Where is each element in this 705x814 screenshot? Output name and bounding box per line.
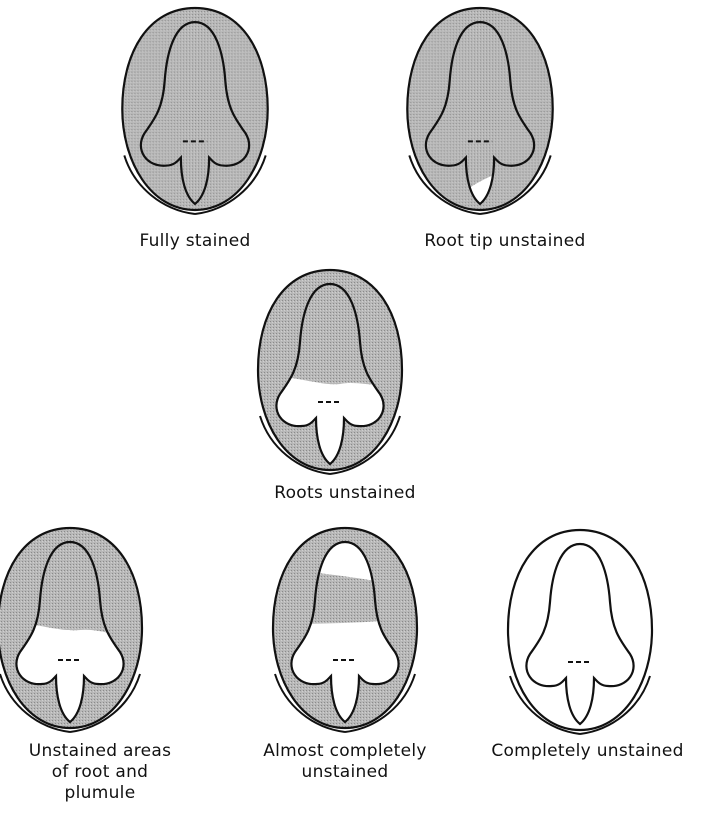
seed-root-tip-unstained xyxy=(399,8,561,220)
seed-roots-unstained xyxy=(250,270,410,474)
seed-fully-stained xyxy=(114,8,276,220)
seed-completely-unstained xyxy=(508,530,652,734)
caption-roots-unstained: Roots unstained xyxy=(250,483,440,504)
caption-almost-completely-unstained: Almost completely unstained xyxy=(240,741,450,783)
caption-completely-unstained: Completely unstained xyxy=(470,741,705,762)
caption-fully-stained: Fully stained xyxy=(105,231,285,252)
seed-almost-completely-unstained xyxy=(265,528,425,732)
seed-unstained-areas xyxy=(0,528,150,732)
caption-unstained-areas: Unstained areas of root and plumule xyxy=(0,741,200,804)
caption-root-tip-unstained: Root tip unstained xyxy=(390,231,620,252)
